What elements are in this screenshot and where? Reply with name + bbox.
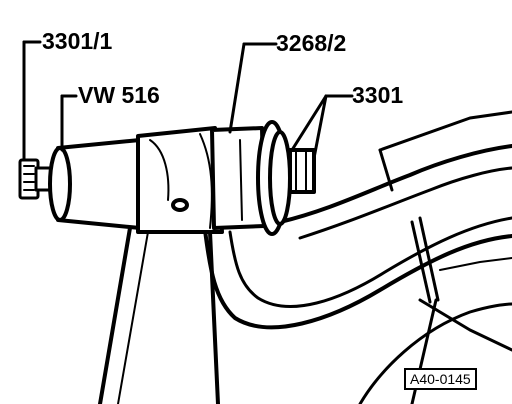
sleeve-vw516 [48,138,142,230]
bracket-post [98,226,220,404]
callout-3301: 3301 [352,82,404,108]
bushing-housing [136,126,224,234]
leader-lines [22,40,354,162]
callout-3268-2: 3268/2 [276,30,347,56]
callout-vw516: VW 516 [78,82,160,108]
suspension-arm [203,110,512,404]
callout-3301-1: 3301/1 [42,28,113,54]
figure-id-label: A40-0145 [404,368,477,390]
thrust-piece-3301 [256,120,316,236]
